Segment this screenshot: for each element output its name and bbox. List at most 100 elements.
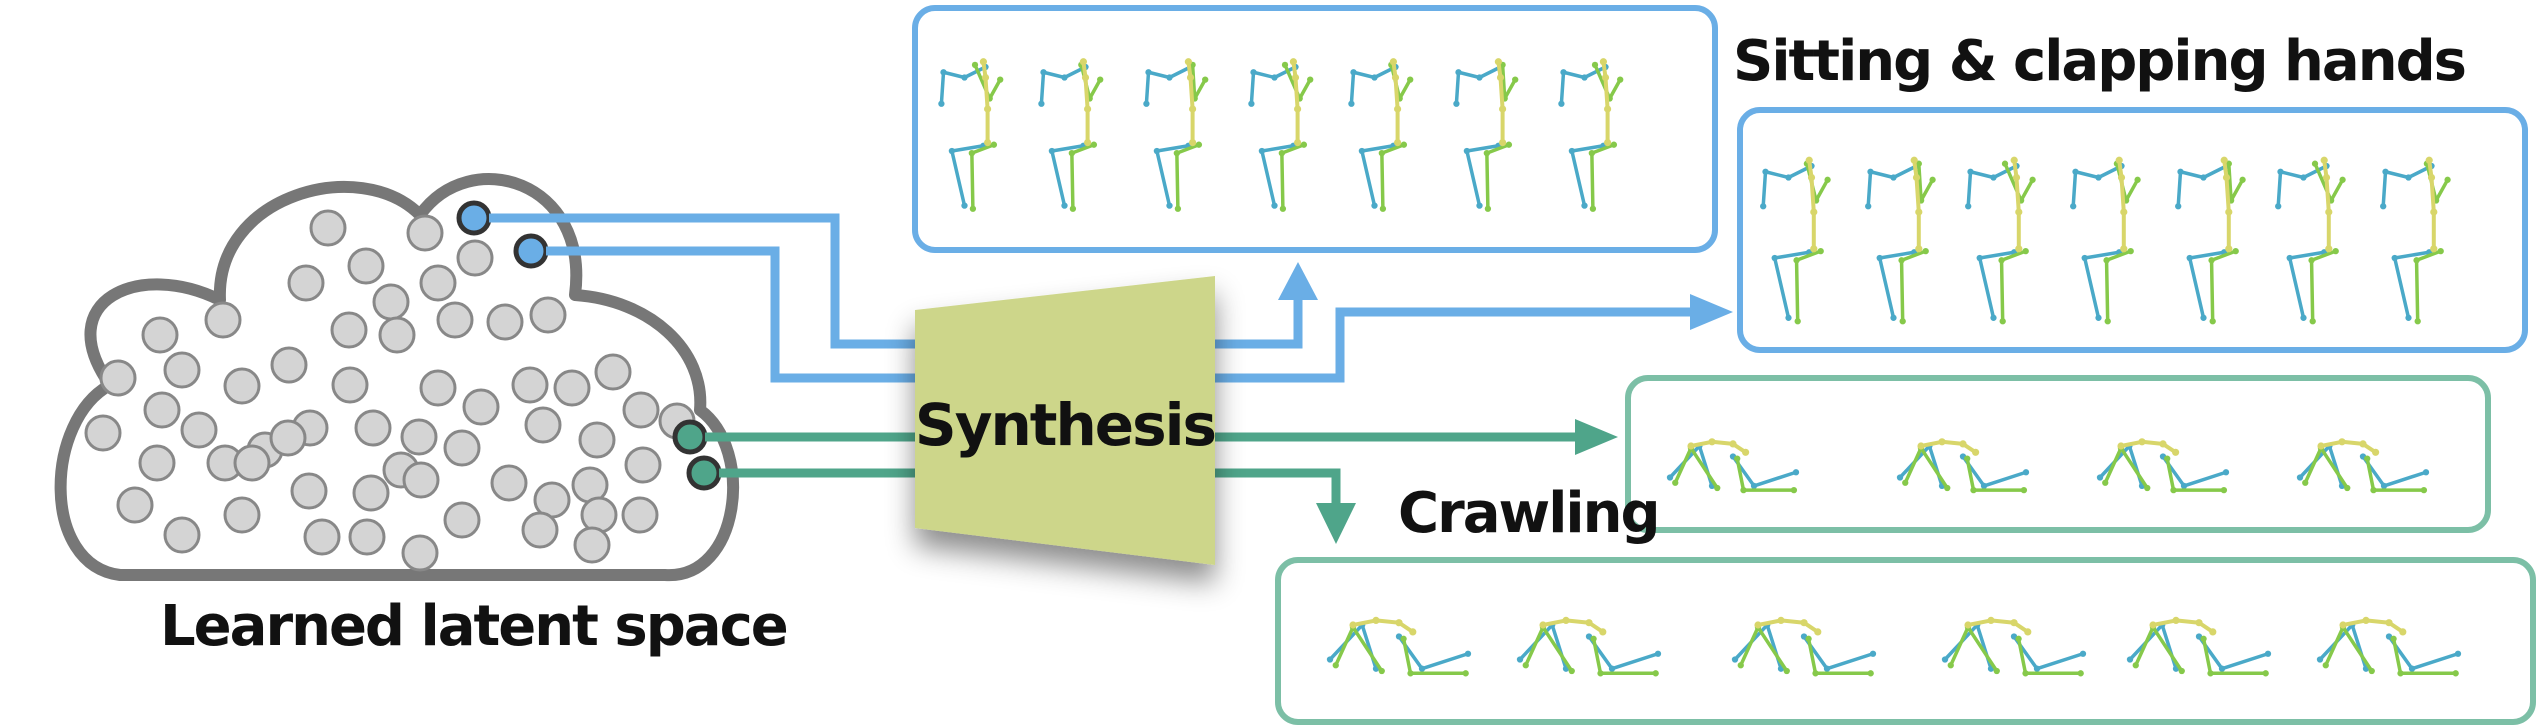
latent-dot [621, 496, 659, 534]
skeleton-pose-icon [2175, 156, 2246, 325]
latent-dot [141, 316, 179, 354]
sitting-panel-large [1737, 107, 2528, 353]
latent-dot [99, 359, 137, 397]
sitting-poses-2 [1760, 156, 2451, 325]
latent-dot [406, 214, 444, 252]
latent-dot [352, 474, 390, 512]
latent-dot [84, 414, 122, 452]
skeleton-pose-icon [2070, 156, 2141, 325]
blue-out-right [1215, 307, 1690, 383]
skeleton-pose-icon [1731, 616, 1877, 677]
trapezoid-block [915, 276, 1215, 565]
latent-dot [143, 391, 181, 429]
latent-dot [372, 283, 410, 321]
skeleton-pose-icon [1326, 616, 1472, 677]
skeleton-pose-icon [938, 58, 1004, 212]
latent-space-label: Learned latent space [160, 594, 787, 659]
latent-dot [436, 301, 474, 339]
skeleton-pose-icon [1038, 58, 1104, 212]
crawling-panel-small [1625, 375, 2491, 533]
latent-dot [486, 303, 524, 341]
latent-dot-blue-2 [513, 233, 549, 269]
synthesis-label: Synthesis [915, 391, 1215, 459]
latent-dot [400, 418, 438, 456]
skeleton-pose-icon [2096, 438, 2230, 494]
latent-dot [573, 526, 611, 564]
latent-dot [180, 411, 218, 449]
latent-dot [331, 366, 369, 404]
skeleton-pose-icon [1760, 156, 1831, 325]
skeleton-pose-icon [1666, 438, 1800, 494]
skeleton-pose-icon [1453, 58, 1519, 212]
latent-dot [290, 472, 328, 510]
latent-dot-teal-1 [672, 419, 708, 455]
latent-dot [347, 247, 385, 285]
latent-dot [309, 209, 347, 247]
skeleton-pose-icon [1248, 58, 1314, 212]
blue-line-1 [489, 213, 915, 349]
latent-dot [330, 311, 368, 349]
teal-arrowhead-down [1316, 503, 1356, 544]
latent-dot [521, 511, 559, 549]
skeleton-pose-icon [1143, 58, 1209, 212]
latent-dot [223, 367, 261, 405]
latent-dot [578, 421, 616, 459]
latent-dot [443, 429, 481, 467]
sitting-poses-1 [938, 58, 1624, 212]
latent-dot [287, 264, 325, 302]
latent-dot [594, 353, 632, 391]
latent-dot [402, 461, 440, 499]
latent-dot [529, 296, 567, 334]
synthesis-block: Synthesis [915, 276, 1217, 565]
latent-dot [163, 516, 201, 554]
teal-out-down [1215, 468, 1341, 505]
teal-arrowhead-right [1575, 419, 1618, 455]
skeleton-pose-icon [2296, 438, 2430, 494]
blue-line-2 [546, 246, 915, 383]
latent-dot [524, 406, 562, 444]
latent-dot [270, 346, 308, 384]
latent-dot [223, 496, 261, 534]
latent-dot [490, 464, 528, 502]
skeleton-pose-icon [1965, 156, 2036, 325]
blue-arrowhead-up [1278, 262, 1318, 300]
latent-dot [354, 409, 392, 447]
skeleton-pose-icon [1558, 58, 1624, 212]
skeleton-pose-icon [1865, 156, 1936, 325]
latent-dot [269, 419, 307, 457]
latent-dot [303, 518, 341, 556]
skeleton-pose-icon [1516, 616, 1662, 677]
latent-dot [163, 351, 201, 389]
latent-dot [511, 366, 549, 404]
latent-dot [622, 391, 660, 429]
latent-dot [443, 501, 481, 539]
crawling-poses-1 [1666, 438, 2430, 494]
latent-dot [348, 518, 386, 556]
skeleton-pose-icon [2126, 616, 2272, 677]
latent-dot [624, 446, 662, 484]
sitting-label: Sitting & clapping hands [1733, 29, 2465, 94]
latent-dot [204, 301, 242, 339]
skeleton-pose-icon [1896, 438, 2030, 494]
sitting-panel-small [912, 5, 1718, 253]
latent-cloud: Learned latent space [54, 173, 789, 659]
latent-dot [456, 239, 494, 277]
teal-connectors [705, 432, 1575, 505]
selected-latent-dots [456, 200, 722, 491]
latent-dot [553, 369, 591, 407]
skeleton-pose-icon [2275, 156, 2346, 325]
skeleton-pose-icon [1941, 616, 2087, 677]
latent-dot [138, 444, 176, 482]
latent-dot [233, 444, 271, 482]
latent-dot-teal-2 [686, 455, 722, 491]
skeleton-pose-icon [2316, 616, 2462, 677]
latent-dots [84, 209, 696, 572]
latent-dot-blue-1 [456, 200, 492, 236]
skeleton-pose-icon [1348, 58, 1414, 212]
crawling-poses-2 [1326, 616, 2462, 677]
blue-out-up [1215, 295, 1303, 349]
latent-dot [378, 316, 416, 354]
blue-connectors [489, 213, 1690, 383]
latent-dot [580, 496, 618, 534]
